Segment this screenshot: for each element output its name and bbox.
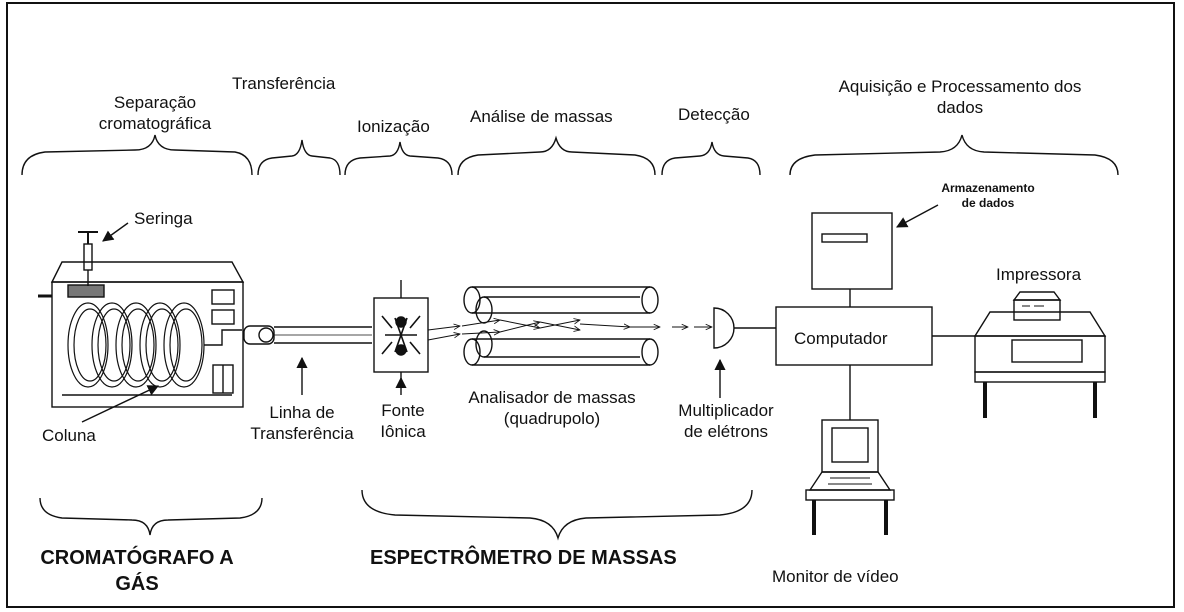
- label-impressora: Impressora: [996, 265, 1082, 284]
- stage-analise: Análise de massas: [470, 107, 613, 126]
- stage-deteccao: Detecção: [678, 105, 750, 124]
- label-monitor: Monitor de vídeo: [772, 567, 899, 586]
- brace-analise: [457, 135, 656, 176]
- ion-path: [427, 320, 712, 341]
- transfer-line: [243, 325, 372, 345]
- group-espectrometro: ESPECTRÔMETRO DE MASSAS: [370, 547, 677, 569]
- seringa-arrow: [102, 222, 129, 242]
- label-multiplicador: Multiplicador de elétrons: [678, 401, 774, 441]
- label-coluna: Coluna: [42, 426, 96, 445]
- stage-transferencia: Transferência: [232, 74, 336, 93]
- group-cromatografo: CROMATÓGRAFO A GÁS: [40, 547, 234, 595]
- brace-espectrometro: [361, 489, 753, 541]
- brace-separacao: [21, 134, 253, 176]
- storage-unit: [811, 212, 893, 290]
- top-braces: [21, 134, 1119, 176]
- electron-multiplier: [713, 307, 735, 349]
- stage-aquisicao: Aquisição e Processamento dos dados: [838, 77, 1082, 117]
- coluna-arrow: [81, 385, 160, 423]
- printer: [973, 291, 1107, 418]
- video-monitor: [805, 419, 895, 535]
- brace-cromatografo: [39, 497, 263, 536]
- brace-aquisicao: [789, 134, 1119, 176]
- column-coil: [67, 302, 205, 388]
- brace-deteccao: [661, 141, 761, 176]
- brace-ionizacao: [344, 141, 453, 176]
- brace-transferencia: [257, 139, 341, 176]
- quadrupole: [463, 286, 659, 366]
- label-computador: Computador: [794, 329, 888, 348]
- label-analisador: Analisador de massas (quadrupolo): [468, 388, 636, 428]
- syringe: [78, 231, 98, 286]
- armazenamento-arrow: [896, 204, 939, 228]
- label-fonte: Fonte Iônica: [380, 401, 426, 441]
- diagram-frame: [6, 2, 1175, 608]
- gc-oven: [38, 261, 245, 408]
- bottom-braces: [39, 489, 753, 541]
- ion-source: [373, 280, 429, 388]
- label-linha: Linha de Transferência: [250, 403, 354, 443]
- stage-separacao: Separação cromatográfica: [98, 93, 212, 133]
- stage-ionizacao: Ionização: [357, 117, 430, 136]
- label-seringa: Seringa: [134, 209, 193, 228]
- label-armazenamento: Armazenamento de dados: [941, 181, 1035, 210]
